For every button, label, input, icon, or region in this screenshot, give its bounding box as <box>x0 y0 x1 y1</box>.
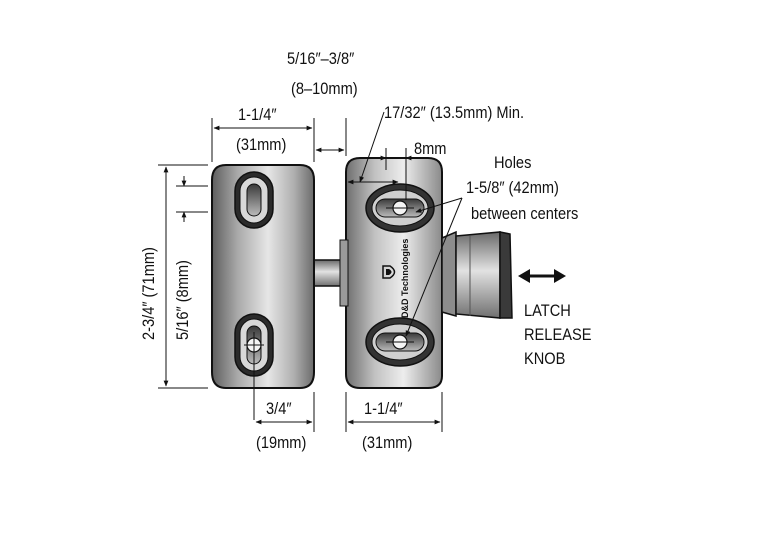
latch-label-line3: KNOB <box>524 349 566 368</box>
latch-release-knob <box>441 230 513 319</box>
holes-label-line2: 1-5/8″ (42mm) <box>466 178 559 197</box>
dd-logo-icon <box>382 265 396 279</box>
left-width-inches: 1-1/4″ <box>238 105 277 124</box>
brand-name: D&D Technologies <box>400 238 410 318</box>
gap-dimension-line2: (8–10mm) <box>291 79 358 98</box>
latch-label-line2: RELEASE <box>524 325 592 344</box>
overall-height-label: 2-3/4″ (71mm) <box>139 247 158 340</box>
slot-width-label: 5/16″ (8mm) <box>173 260 192 340</box>
bottom-left-mm: (19mm) <box>256 433 307 452</box>
left-width-mm: (31mm) <box>236 135 287 154</box>
bottom-right-mm: (31mm) <box>362 433 413 452</box>
double-arrow-icon <box>518 269 566 283</box>
latch-label-line1: LATCH <box>524 301 571 320</box>
dimension-lines <box>158 111 463 432</box>
slot-offset-label: 8mm <box>414 139 447 158</box>
left-body <box>211 164 315 420</box>
bottom-right-inches: 1-1/4″ <box>364 399 403 418</box>
holes-label-line3: between centers <box>471 204 579 223</box>
holes-label-line1: Holes <box>494 153 532 172</box>
min-distance-label: 17/32″ (13.5mm) Min. <box>384 103 525 122</box>
bottom-left-inches: 3/4″ <box>266 399 292 418</box>
right-body <box>339 148 443 389</box>
gap-dimension-line1: 5/16″–3/8″ <box>287 49 355 68</box>
